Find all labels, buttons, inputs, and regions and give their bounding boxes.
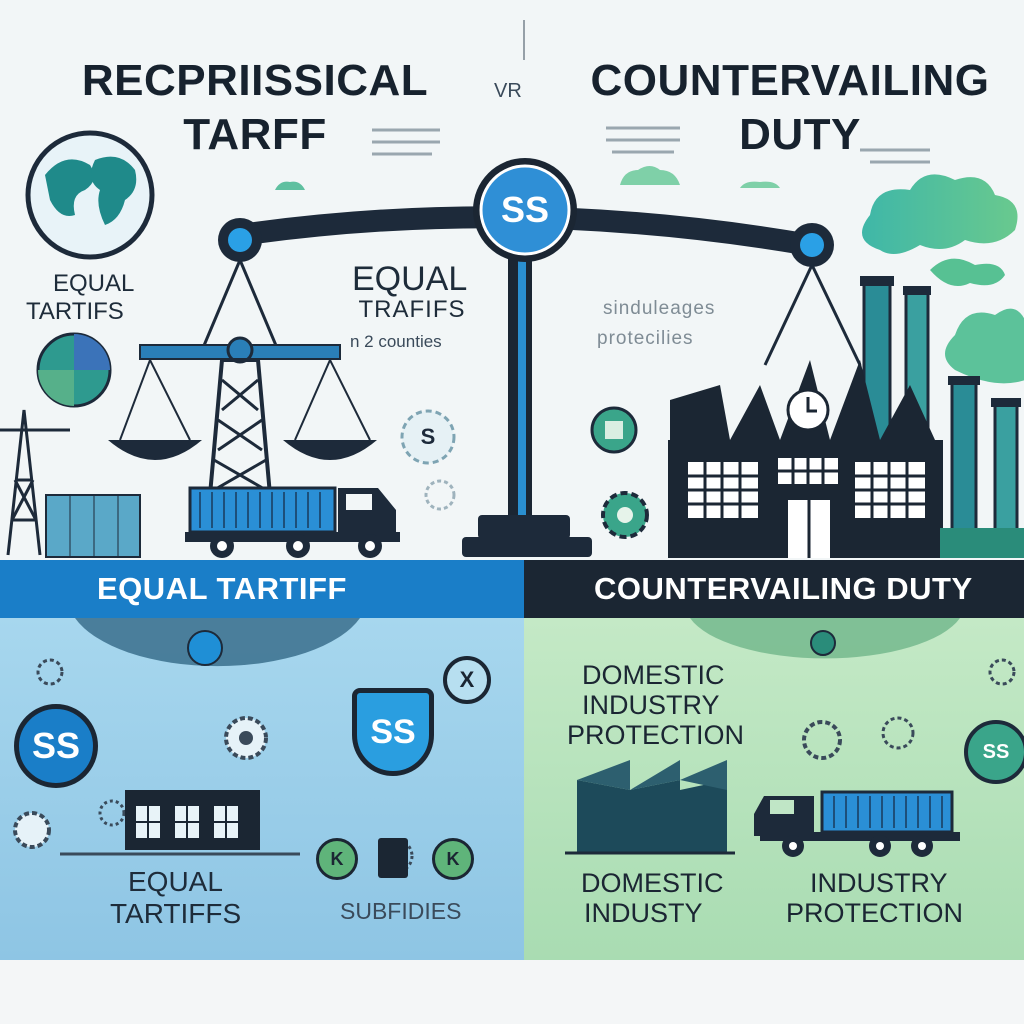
- scale-right-caption-2: protecilies: [597, 328, 694, 349]
- left-top-caption-1: EQUAL: [53, 270, 135, 297]
- ss-circle-badge: SS: [14, 704, 98, 788]
- band-right: [524, 560, 1024, 618]
- vs-label: VR: [494, 80, 522, 102]
- k-badge-1: K: [316, 838, 358, 880]
- right-title-line1: COUNTERVAILING: [590, 56, 990, 105]
- right-heading-1: DOMESTIC: [582, 660, 725, 690]
- gear-icon-2: [601, 491, 649, 539]
- smoke-clouds: [862, 174, 1024, 384]
- scale-left-caption-3: n 2 counties: [350, 332, 442, 351]
- bottom-strip: [0, 960, 1024, 1024]
- right-bottom-left-2: INDUSTY: [584, 898, 703, 928]
- container-stack: [45, 494, 141, 558]
- scale-left-caption-2: TRAFIFS: [358, 296, 466, 323]
- globe-icon: [25, 130, 155, 260]
- left-panel-caption-2: TARTIFFS: [110, 898, 242, 929]
- factory-building: [668, 360, 943, 558]
- balance-scale: [198, 158, 862, 557]
- truck-icon-bottom: [754, 790, 960, 857]
- cog-icon: [590, 406, 638, 454]
- subsidies-label: SUBFIDIES: [340, 898, 462, 924]
- left-panel-caption-1: EQUAL: [128, 866, 223, 897]
- left-top-caption-2: TARTIFS: [26, 298, 124, 325]
- center-ss-badge: SS: [500, 189, 550, 230]
- x-badge: X: [443, 656, 491, 704]
- band-left-label: EQUAL TARTIFF: [97, 571, 347, 606]
- right-heading-2: INDUSTRY: [582, 690, 720, 720]
- left-title-line2: TARFF: [183, 110, 327, 159]
- right-bottom-right-2: PROTECTION: [786, 898, 964, 928]
- small-scale: [108, 336, 377, 497]
- left-title-line1: RECPRIISSICAL: [81, 56, 429, 105]
- k-badge-2: K: [432, 838, 474, 880]
- factory-silhouette: [565, 760, 735, 855]
- pie-chart-icon: [36, 332, 112, 408]
- right-bottom-right-1: INDUSTRY: [810, 868, 948, 898]
- left-panel: [0, 618, 524, 960]
- left-coin-label: S: [420, 424, 436, 449]
- right-title-line2: DUTY: [739, 110, 861, 159]
- right-ss-badge: SS: [982, 740, 1010, 763]
- left-panel-icons: [13, 630, 414, 878]
- right-bottom-left-1: DOMESTIC: [581, 868, 724, 898]
- cloud-icon: [275, 166, 780, 190]
- right-panel-icons: [802, 630, 1024, 784]
- factory-base: [940, 528, 1024, 558]
- cargo-truck-icon: [185, 486, 400, 558]
- gear-icon: [424, 479, 456, 511]
- band-right-label: COUNTERVAILING DUTY: [594, 571, 973, 606]
- scale-left-caption-1: EQUAL: [352, 260, 468, 298]
- right-heading-3: PROTECTION: [567, 720, 745, 750]
- band-left: [0, 560, 524, 618]
- header-rules: [372, 126, 930, 164]
- scale-right-caption-1: sinduleages: [603, 298, 716, 319]
- shield-ss-badge: SS: [352, 688, 434, 776]
- coin-icon: [400, 409, 456, 465]
- building-icon: [60, 790, 300, 856]
- power-tower-icon: [0, 409, 70, 556]
